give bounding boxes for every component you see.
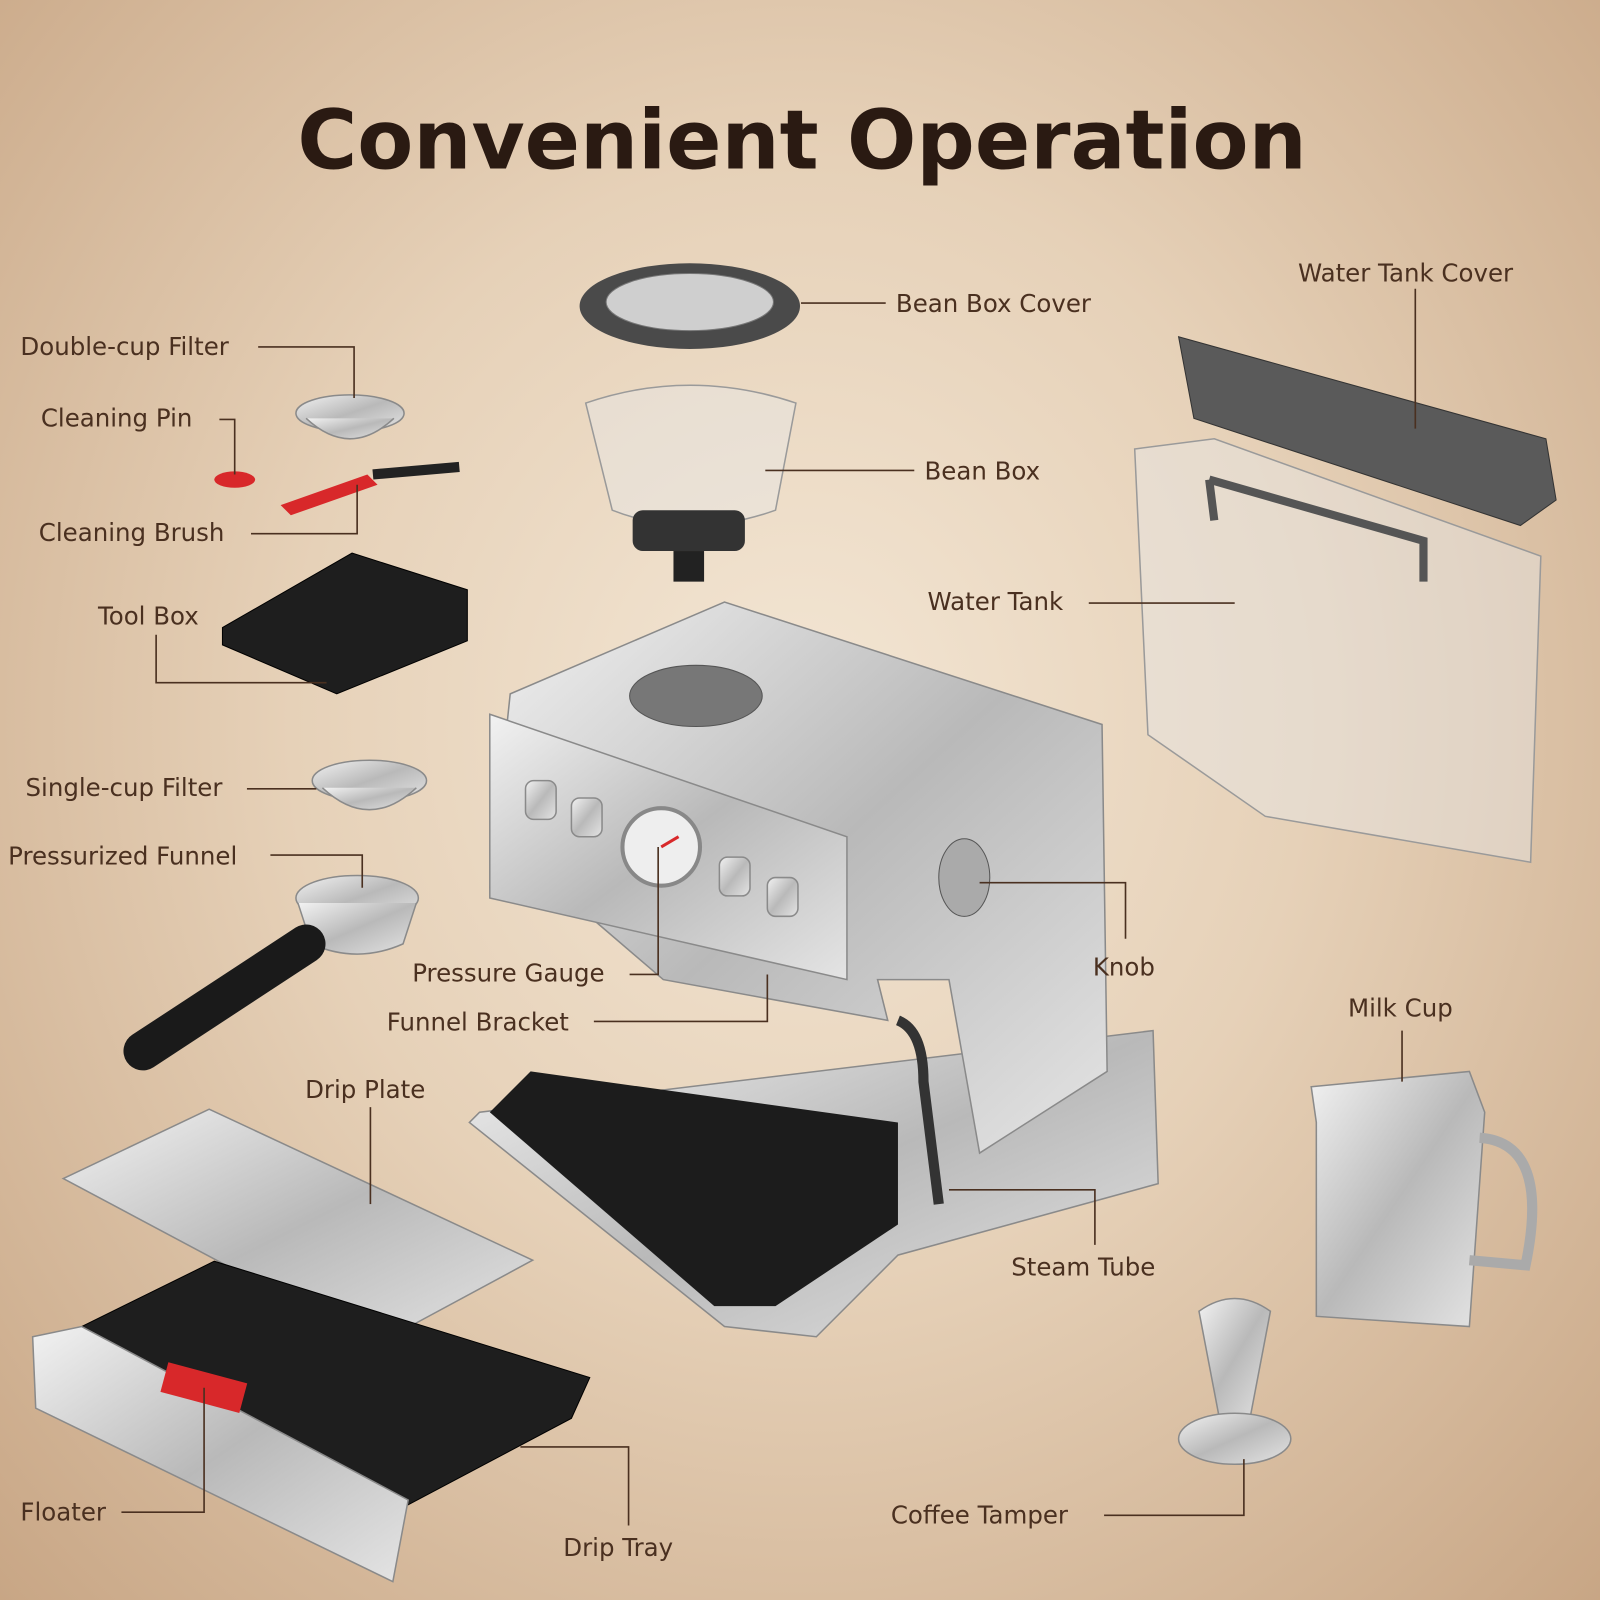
label-pressure-gauge: Pressure Gauge: [412, 959, 604, 988]
bean-box: [584, 384, 797, 582]
label-single-cup-filter: Single-cup Filter: [26, 773, 224, 802]
single-cup-filter: [311, 759, 428, 811]
label-pressurized-funnel: Pressurized Funnel: [8, 841, 237, 870]
tool-box: [221, 552, 468, 695]
label-bean-box: Bean Box: [924, 457, 1040, 486]
double-cup-filter: [295, 394, 405, 440]
pressurized-funnel: [123, 874, 420, 1071]
leader-lines: [121, 288, 1417, 1526]
label-water-tank-cover: Water Tank Cover: [1298, 259, 1514, 288]
label-steam-tube: Steam Tube: [1011, 1253, 1155, 1282]
label-milk-cup: Milk Cup: [1348, 993, 1453, 1022]
milk-cup: [1310, 1070, 1538, 1328]
coffee-tamper: [1177, 1297, 1292, 1466]
label-water-tank: Water Tank: [928, 587, 1065, 616]
label-knob: Knob: [1093, 953, 1155, 982]
label-coffee-tamper: Coffee Tamper: [891, 1500, 1069, 1529]
label-drip-tray: Drip Tray: [563, 1533, 673, 1562]
page-title: Convenient Operation: [297, 93, 1306, 188]
label-bean-box-cover: Bean Box Cover: [896, 289, 1092, 318]
water-tank-cover: [1177, 336, 1557, 527]
label-cleaning-brush: Cleaning Brush: [39, 518, 225, 547]
bean-box-cover: [579, 263, 800, 349]
label-funnel-bracket: Funnel Bracket: [387, 1008, 570, 1037]
label-tool-box: Tool Box: [97, 601, 199, 630]
cleaning-pin: [214, 471, 256, 488]
label-floater: Floater: [20, 1497, 106, 1526]
label-drip-plate: Drip Plate: [305, 1075, 425, 1104]
label-cleaning-pin: Cleaning Pin: [41, 404, 193, 433]
cleaning-brush: [280, 461, 460, 516]
label-double-cup-filter: Double-cup Filter: [20, 332, 229, 361]
espresso-machine: [468, 601, 1159, 1338]
drip-tray: [31, 1260, 591, 1583]
water-tank: [1133, 437, 1542, 864]
